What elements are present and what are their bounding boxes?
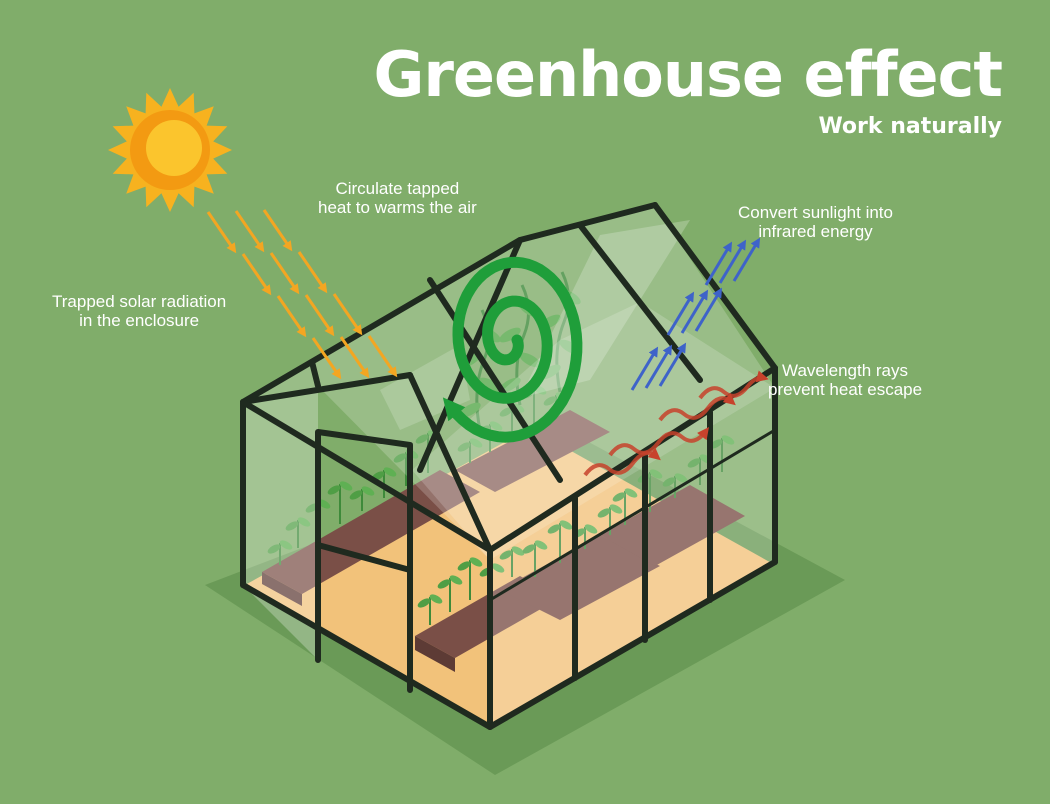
plant-leaf	[662, 477, 676, 487]
infrared-arrow	[704, 241, 733, 286]
plant-leaf	[437, 579, 451, 589]
glass-front-gable	[412, 302, 775, 560]
plant-leaf	[449, 575, 463, 585]
infrared-arrow	[732, 237, 761, 282]
plant-leaf	[339, 481, 353, 491]
glass-roof	[243, 205, 775, 560]
sun-ray-arrow	[339, 336, 370, 379]
plant-leaf	[721, 435, 735, 445]
sun-core	[146, 120, 202, 176]
label-line: infrared energy	[758, 222, 873, 241]
plant-leaf	[674, 473, 688, 483]
plant-leaf	[511, 546, 525, 556]
label-line: Wavelength rays	[782, 361, 909, 380]
glass-side-wall	[243, 386, 318, 660]
plant-leaf	[469, 438, 483, 448]
infrared-arrow	[694, 287, 723, 332]
plant-leaf	[489, 421, 503, 431]
plant-leaf	[499, 550, 513, 560]
sun-ray-arrow	[367, 335, 398, 378]
plant-leaf	[297, 517, 311, 527]
plant-leaf	[559, 520, 573, 530]
heat-wave-arrow	[698, 370, 769, 400]
plant-leaf	[457, 561, 471, 571]
plant-leaf	[383, 467, 397, 477]
sun-ray-arrow	[269, 252, 300, 295]
plant-leaf	[469, 557, 483, 567]
plant-leaf	[543, 396, 557, 406]
plant-leaf	[285, 521, 299, 531]
plant-leaf	[612, 492, 626, 502]
plant-leaf	[624, 488, 638, 498]
plant-leaf	[547, 524, 561, 534]
sun-ray-arrow	[234, 210, 265, 253]
sun-ray-arrow	[262, 209, 293, 252]
infrared-arrow	[680, 289, 709, 334]
label-line: Trapped solar radiation	[52, 292, 227, 311]
planter-bed	[500, 535, 660, 620]
sun-icon	[108, 88, 232, 212]
label-line: prevent heat escape	[768, 380, 923, 399]
label-line: heat to warms the air	[318, 198, 477, 217]
sun-ray-arrow	[241, 253, 272, 296]
vine-leaf	[479, 377, 501, 393]
plant-leaf	[609, 504, 623, 514]
infrared-arrow	[644, 344, 673, 389]
vine-leaf	[499, 377, 521, 393]
sun-ray-arrow	[206, 211, 237, 254]
heat-wave-arrow	[608, 427, 710, 457]
page-subtitle: Work naturally	[818, 114, 1002, 139]
planter-bed	[262, 572, 302, 606]
heat-waves	[583, 370, 769, 477]
plant-leaf	[267, 544, 281, 554]
sun-ray-arrow	[332, 293, 363, 336]
label-circulate: Circulate tapped heat to warms the air	[318, 179, 477, 217]
planter-bed	[415, 636, 455, 672]
infrared-arrow	[658, 342, 687, 387]
sun-ray-arrow	[276, 295, 307, 338]
label-convert: Convert sunlight into infrared energy	[738, 203, 893, 241]
plant-leaf	[491, 563, 505, 573]
sun-ray-arrow	[297, 251, 328, 294]
label-wavelength: Wavelength rays prevent heat escape	[768, 361, 922, 399]
label-line: Convert sunlight into	[738, 203, 893, 222]
plant-leaf	[584, 524, 598, 534]
plant-leaf	[417, 598, 431, 608]
plant-leaf	[499, 407, 513, 417]
plant-leaf	[429, 594, 443, 604]
sun-ray-arrow	[311, 337, 342, 380]
plant-leaf	[393, 453, 407, 463]
infrared-arrows	[630, 237, 761, 391]
glass-glare	[520, 220, 690, 398]
sun-rays	[206, 209, 398, 380]
vine-leaf	[519, 352, 541, 368]
spiral-arrow-icon	[442, 256, 583, 443]
label-line: Circulate tapped	[335, 179, 460, 198]
plant-leaf	[687, 458, 701, 468]
plant-leaf	[522, 544, 536, 554]
vine-leaf	[499, 327, 521, 343]
infrared-arrow	[666, 291, 695, 336]
infrared-arrow	[630, 346, 659, 391]
plant-leaf	[279, 540, 293, 550]
planter-bed	[455, 410, 610, 492]
plant-leaf	[415, 434, 429, 444]
page-title: Greenhouse effect	[373, 38, 1003, 111]
sun-ray-arrow	[304, 294, 335, 337]
infrared-arrow	[718, 239, 747, 284]
heat-wave-arrow	[658, 392, 736, 422]
label-trapped: Trapped solar radiation in the enclosure	[52, 292, 226, 330]
greenhouse-frame	[240, 202, 778, 730]
plant-leaf	[327, 485, 341, 495]
plant-leaf	[597, 508, 611, 518]
plant-leaf	[361, 486, 375, 496]
plant-leaf	[649, 469, 663, 479]
label-line: in the enclosure	[79, 311, 200, 330]
plant-leaf	[349, 490, 363, 500]
plant-leaf	[534, 540, 548, 550]
plant-leaf	[457, 442, 471, 452]
